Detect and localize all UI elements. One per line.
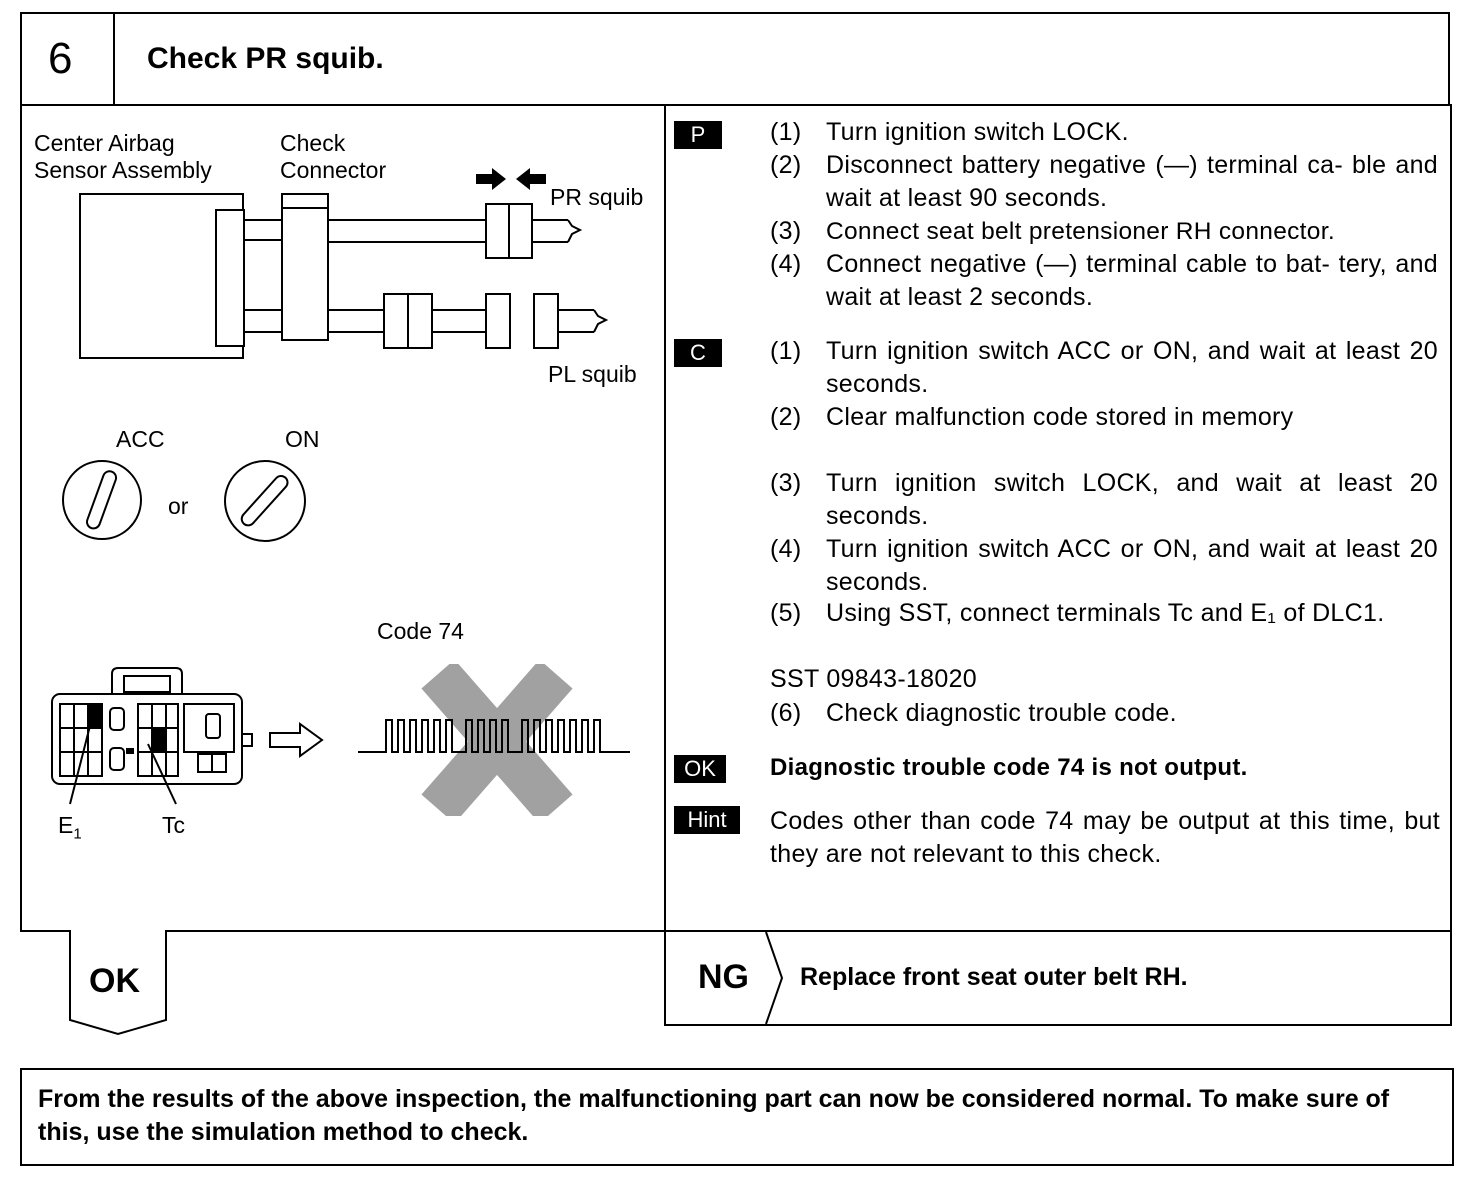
check-connector-body: [281, 205, 329, 341]
step-number-label: (5): [770, 599, 802, 627]
p-badge: P: [674, 121, 722, 149]
tc-label: Tc: [162, 812, 185, 838]
result-arrow-icon: [269, 722, 324, 758]
step-number-label: (3): [770, 469, 802, 497]
check-connector-label: Check Connector: [280, 130, 387, 183]
step-text: Turn ignition switch ACC or ON, and wait…: [826, 535, 1438, 596]
ignition-switch-on-icon: [224, 460, 306, 542]
p-step-4: (4) Connect negative (—) terminal cable …: [770, 248, 1442, 314]
step-number-label: (1): [770, 118, 802, 146]
step-number-label: (1): [770, 337, 802, 365]
sst-number: SST 09843-18020: [770, 665, 977, 693]
pr-squib-label: PR squib: [550, 184, 644, 210]
step-text: Using SST, connect terminals Tc and E₁ o…: [826, 599, 1385, 627]
ok-criteria: Diagnostic trouble code 74 is not output…: [770, 754, 1248, 781]
dlc1-connector-icon: [51, 667, 253, 805]
c-step-6: (6) Check diagnostic trouble code.: [770, 697, 1442, 730]
center-airbag-label: Center Airbag Sensor Assembly: [34, 130, 212, 183]
p-step-3: (3) Connect seat belt pretensioner RH co…: [770, 215, 1442, 248]
p-step-1: (1) Turn ignition switch LOCK.: [770, 116, 1442, 149]
ng-result-label: NG: [698, 958, 749, 996]
check-connector-top: [281, 193, 329, 209]
step-number-divider: [113, 12, 115, 106]
step-number-label: (3): [770, 217, 802, 245]
pl-squib-label: PL squib: [548, 361, 637, 387]
step-text: Connect seat belt pretensioner RH connec…: [826, 218, 1335, 245]
ng-result-box: [664, 930, 1452, 1026]
p-step-2: (2) Disconnect battery negative (—) term…: [770, 149, 1442, 215]
step-text: Turn ignition switch LOCK.: [826, 118, 1129, 146]
acc-label: ACC: [116, 426, 165, 452]
step-text: Clear malfunction code stored in memory: [826, 403, 1294, 431]
step-number-label: (2): [770, 403, 802, 431]
ok-badge: OK: [674, 755, 726, 783]
conclusion-box: [20, 1068, 1454, 1166]
ok-result-label: OK: [89, 962, 140, 1000]
step-number-label: (6): [770, 699, 802, 727]
c-badge: C: [674, 339, 722, 367]
or-label: or: [168, 493, 189, 519]
pl-squib-connector-a: [485, 293, 511, 349]
pl-squib-connector-b: [533, 293, 559, 349]
step-text: Turn ignition switch LOCK, and wait at l…: [826, 469, 1438, 530]
e1-terminal-fill: [88, 704, 102, 728]
ignition-switch-acc-icon: [62, 460, 142, 540]
c-step-3: (3) Turn ignition switch LOCK, and wait …: [770, 467, 1442, 533]
step-number-label: (4): [770, 250, 802, 278]
step-text: Connect negative (—) terminal cable to b…: [826, 250, 1438, 311]
c-step-1: (1) Turn ignition switch ACC or ON, and …: [770, 335, 1442, 401]
on-label: ON: [285, 426, 320, 452]
sensor-connector: [215, 209, 245, 347]
code-74-waveform: [358, 664, 630, 816]
code-74-label: Code 74: [377, 618, 464, 644]
hint-badge: Hint: [674, 806, 740, 834]
conclusion-text: From the results of the above inspection…: [38, 1085, 1390, 1146]
e1-label-subscript: 1: [73, 825, 82, 843]
wiring-diagram: [79, 168, 609, 359]
step-number-label: (4): [770, 535, 802, 563]
step-title: Check PR squib.: [147, 42, 384, 75]
hint-text: Codes other than code 74 may be output a…: [770, 807, 1440, 868]
c-step-4: (4) Turn ignition switch ACC or ON, and …: [770, 533, 1442, 599]
step-number-label: (2): [770, 151, 802, 179]
ng-action-text: Replace front seat outer belt RH.: [800, 963, 1188, 991]
step-number: 6: [48, 34, 73, 83]
step-text: Disconnect battery negative (—) terminal…: [826, 151, 1438, 212]
e1-label: E1: [58, 812, 82, 843]
c-step-2: (2) Clear malfunction code stored in mem…: [770, 401, 1442, 434]
tc-terminal-fill: [152, 728, 166, 752]
connect-arrows-icon: [476, 168, 546, 190]
ng-chevron-icon: [765, 931, 784, 1025]
c-step-5: (5) Using SST, connect terminals Tc and …: [770, 597, 1442, 663]
step-text: Check diagnostic trouble code.: [826, 699, 1177, 727]
step-text: Turn ignition switch ACC or ON, and wait…: [826, 337, 1438, 398]
ok-result-arrow: [69, 930, 167, 1036]
e1-label-text: E: [58, 812, 74, 838]
